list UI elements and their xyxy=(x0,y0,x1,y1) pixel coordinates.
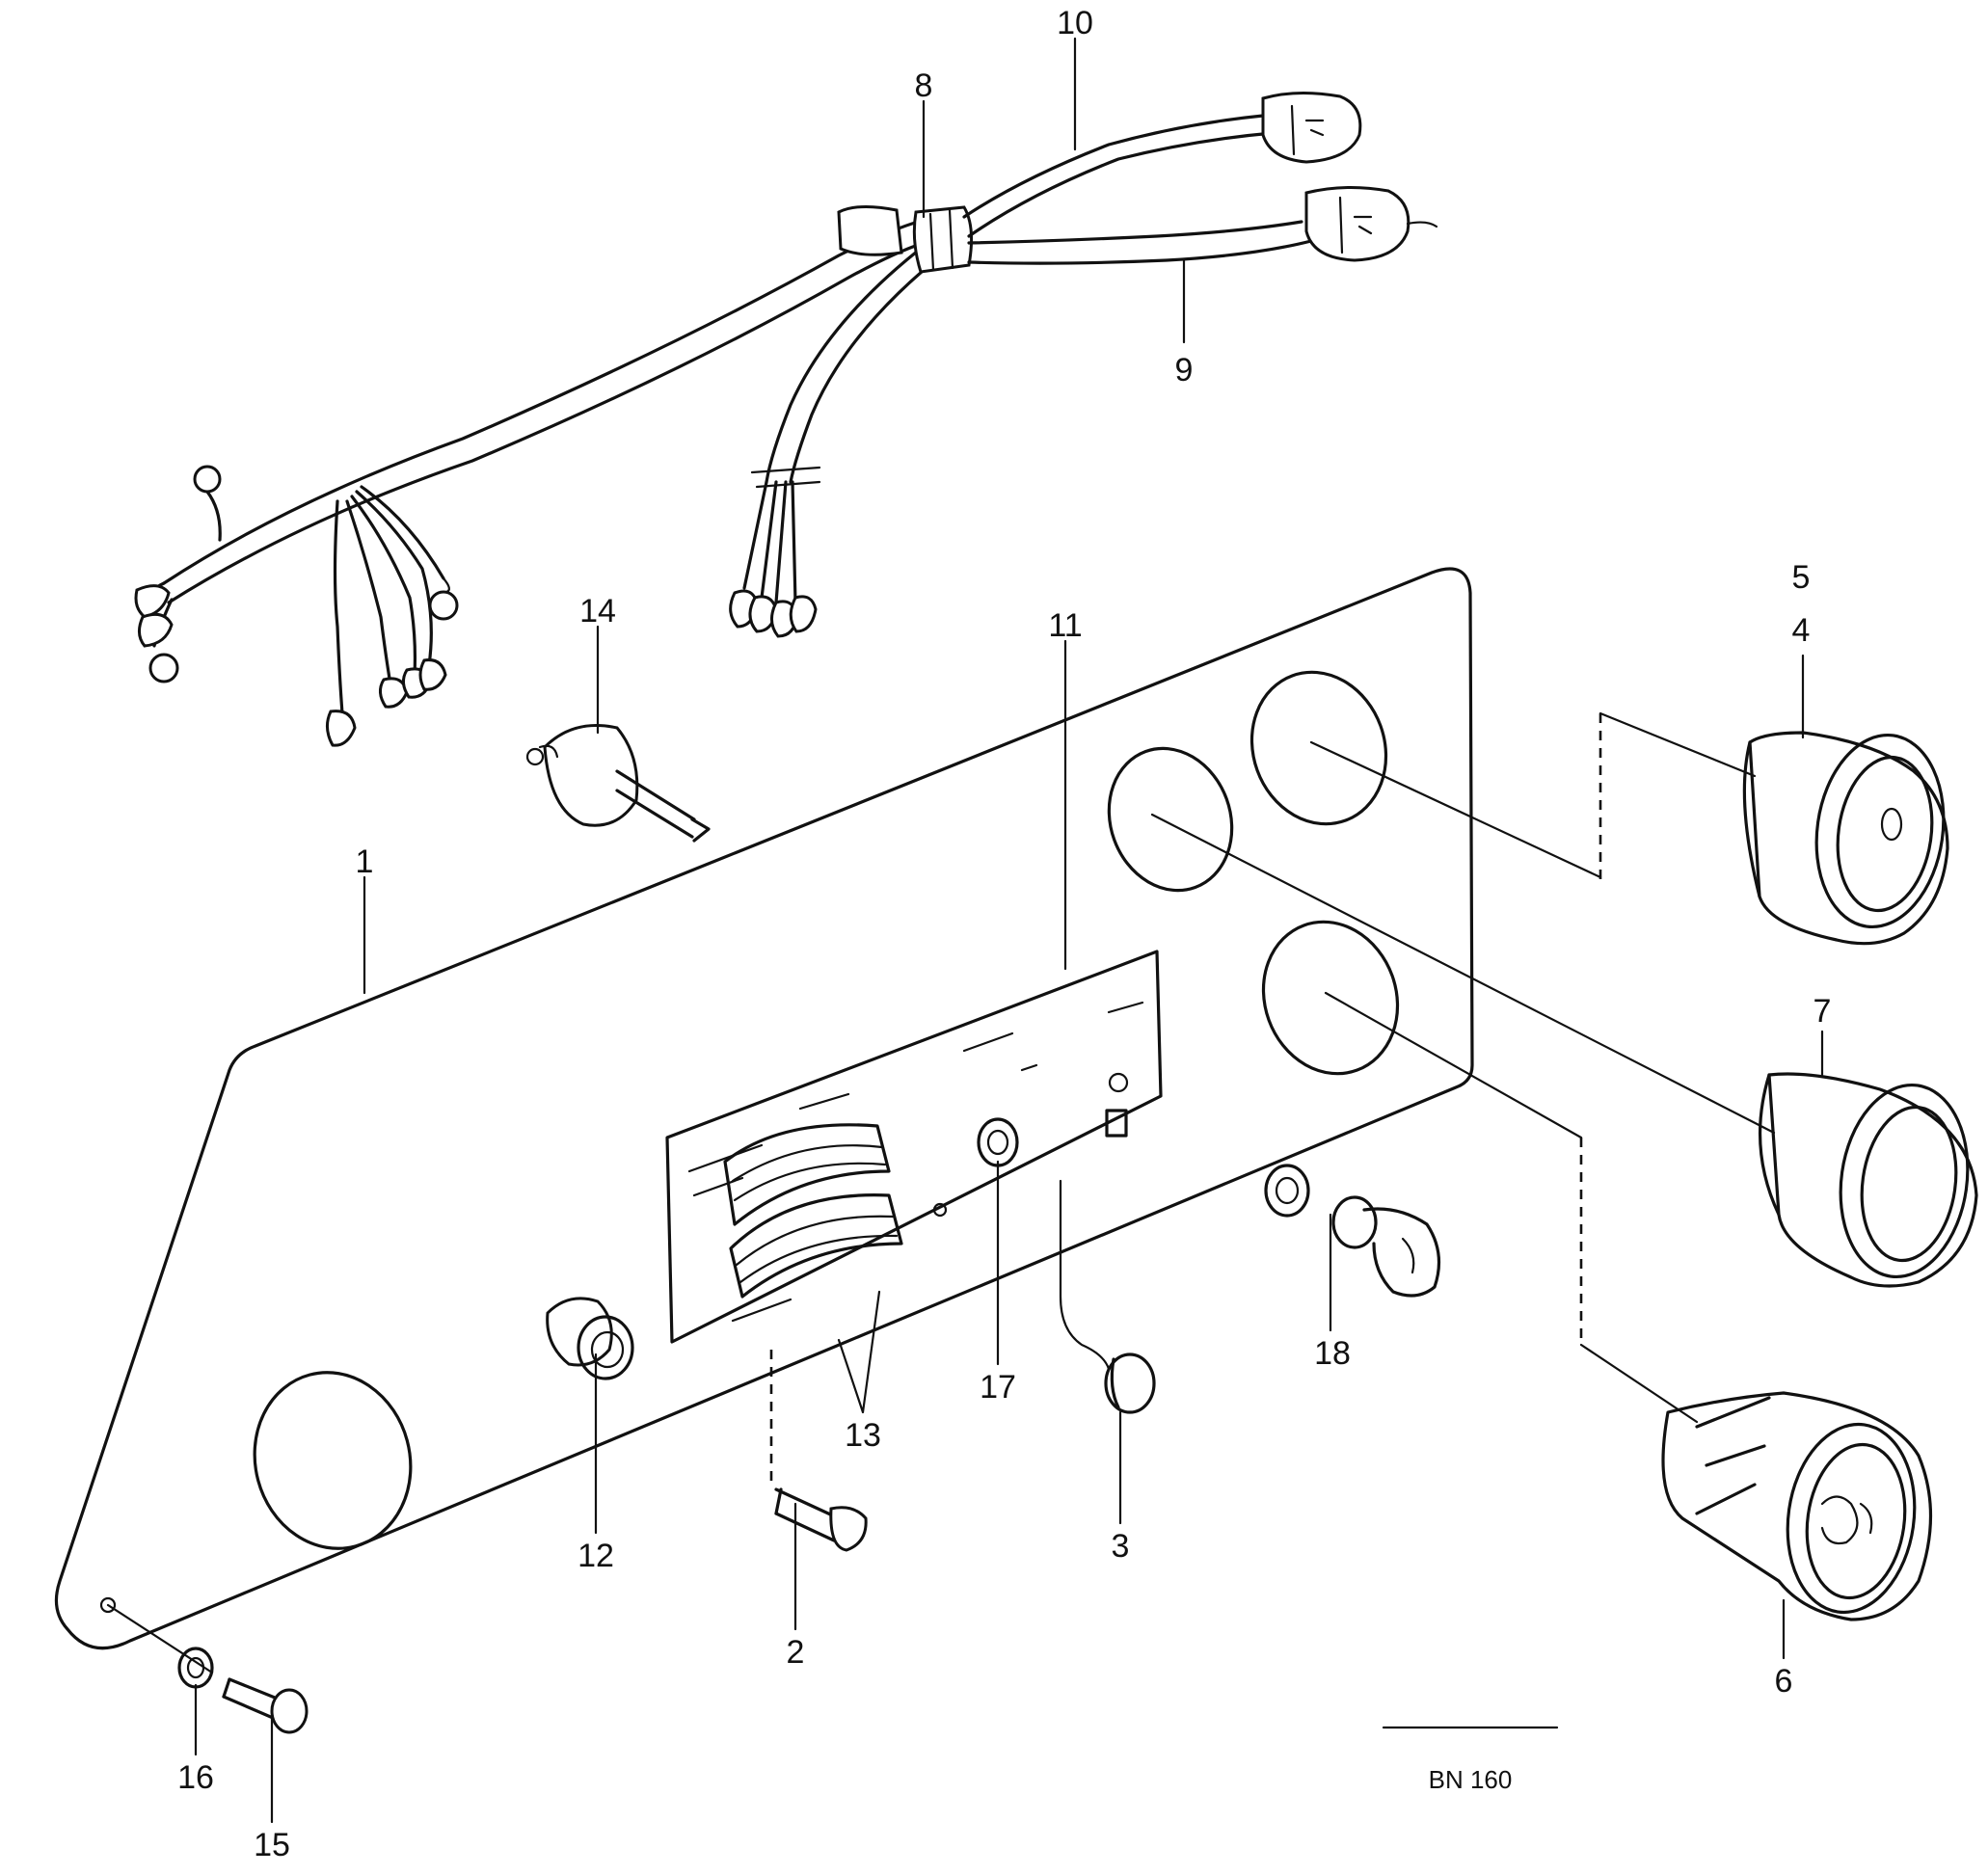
gauge-top xyxy=(1742,731,1949,946)
callout-9: 9 xyxy=(1175,352,1194,388)
instrument-panel xyxy=(54,567,1474,1650)
callout-12: 12 xyxy=(578,1538,614,1574)
callout-labels: 10 8 9 14 11 1 5 4 7 6 12 13 17 18 3 2 1… xyxy=(177,5,1831,1863)
bolt-15 xyxy=(222,1677,309,1734)
callout-15: 15 xyxy=(254,1827,290,1863)
callout-6: 6 xyxy=(1775,1663,1793,1700)
switch-plate xyxy=(665,950,1163,1344)
callout-14: 14 xyxy=(579,593,616,629)
gauge-middle xyxy=(1758,1072,1978,1288)
callout-11: 11 xyxy=(1048,607,1082,644)
lamp-holder xyxy=(1264,1164,1441,1298)
callout-10: 10 xyxy=(1057,5,1093,41)
callout-13: 13 xyxy=(845,1417,881,1454)
indicator-lamp xyxy=(546,1297,634,1380)
callout-1: 1 xyxy=(356,844,374,880)
wiring-harness xyxy=(134,91,1438,747)
assembly-lines xyxy=(106,711,1776,1674)
callout-8: 8 xyxy=(915,67,933,104)
leader-lines xyxy=(194,37,1824,1824)
callout-4: 4 xyxy=(1792,612,1811,649)
callout-7: 7 xyxy=(1813,993,1832,1030)
cap-3 xyxy=(1104,1353,1156,1414)
stamp-code: BN 160 xyxy=(1429,1765,1513,1794)
callout-2: 2 xyxy=(787,1634,805,1671)
callout-3: 3 xyxy=(1112,1528,1130,1565)
callout-18: 18 xyxy=(1314,1335,1351,1372)
rotary-switch xyxy=(525,724,711,843)
gauge-bottom xyxy=(1661,1391,1933,1621)
callout-5: 5 xyxy=(1792,559,1811,596)
screw-2 xyxy=(774,1487,868,1552)
callout-16: 16 xyxy=(177,1759,214,1796)
drawing-stamp: BN 160 xyxy=(1382,1726,1559,1794)
callout-17: 17 xyxy=(980,1369,1016,1406)
